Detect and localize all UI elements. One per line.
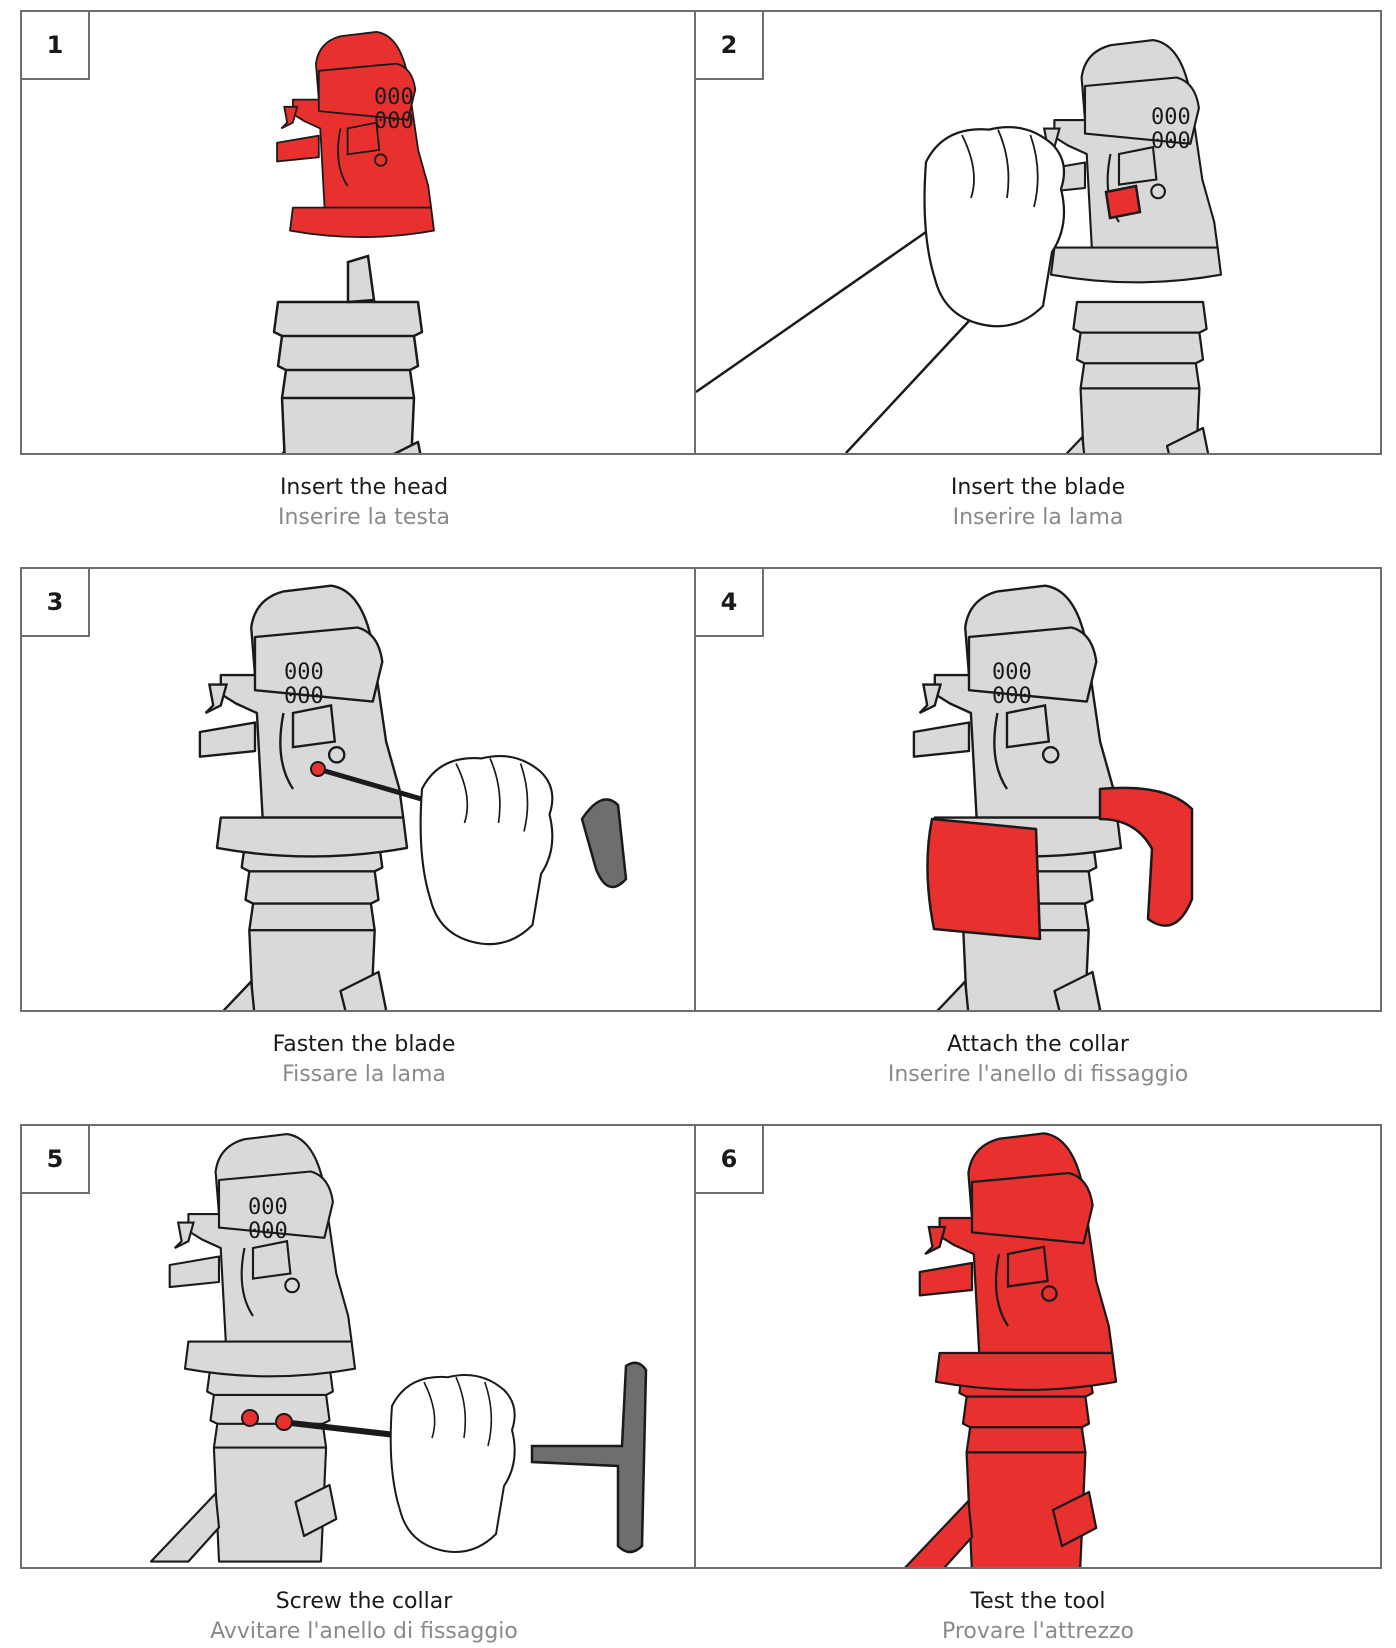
step-panel-2: 2 000 000 (694, 10, 1382, 455)
head-marking-text: 000 (1151, 129, 1191, 154)
illustration-attach-collar: 000 000 (696, 569, 1380, 1010)
illustration-test-tool (696, 1126, 1380, 1567)
step-title-3: Fasten the blade (20, 1030, 708, 1060)
head-marking-text: 000 (374, 109, 414, 134)
head-marking-text: 000 (248, 1195, 288, 1220)
step-title-2: Insert the blade (694, 473, 1382, 503)
step-title-5: Screw the collar (20, 1587, 708, 1617)
step-caption-4: Attach the collar Inserire l'anello di f… (694, 1030, 1382, 1090)
illustration-fasten-blade: 000 000 (22, 569, 706, 1010)
step-panel-5: 5 000 000 (20, 1124, 708, 1569)
step-caption-2: Insert the blade Inserire la lama (694, 473, 1382, 533)
step-title-4: Attach the collar (694, 1030, 1382, 1060)
step-number-3: 3 (22, 569, 90, 637)
step-subtitle-6: Provare l'attrezzo (694, 1617, 1382, 1647)
step-panel-4: 4 000 000 (694, 567, 1382, 1012)
step-caption-1: Insert the head Inserire la testa (20, 473, 708, 533)
head-marking-text: 000 (284, 684, 324, 709)
head-marking-text: 000 (992, 684, 1032, 709)
step-number-4: 4 (696, 569, 764, 637)
head-marking-text: 000 (1151, 105, 1191, 130)
step-caption-5: Screw the collar Avvitare l'anello di fi… (20, 1587, 708, 1647)
step-subtitle-1: Inserire la testa (20, 503, 708, 533)
step-subtitle-3: Fissare la lama (20, 1060, 708, 1090)
head-marking-text: 000 (284, 660, 324, 685)
step-number-5: 5 (22, 1126, 90, 1194)
illustration-insert-head: 000 000 (22, 12, 706, 453)
step-number-2: 2 (696, 12, 764, 80)
step-caption-3: Fasten the blade Fissare la lama (20, 1030, 708, 1090)
step-caption-6: Test the tool Provare l'attrezzo (694, 1587, 1382, 1647)
head-marking-text: 000 (992, 660, 1032, 685)
step-subtitle-2: Inserire la lama (694, 503, 1382, 533)
step-subtitle-5: Avvitare l'anello di fissaggio (20, 1617, 708, 1647)
step-subtitle-4: Inserire l'anello di fissaggio (694, 1060, 1382, 1090)
step-number-1: 1 (22, 12, 90, 80)
head-marking-text: 000 (374, 85, 414, 110)
step-title-1: Insert the head (20, 473, 708, 503)
step-number-6: 6 (696, 1126, 764, 1194)
step-panel-6: 6 (694, 1124, 1382, 1569)
illustration-screw-collar: 000 000 (22, 1126, 706, 1567)
step-panel-1: 1 000 000 (20, 10, 708, 455)
step-title-6: Test the tool (694, 1587, 1382, 1617)
head-marking-text: 000 (248, 1219, 288, 1244)
step-panel-3: 3 000 000 (20, 567, 708, 1012)
illustration-insert-blade: 000 000 (696, 12, 1380, 453)
